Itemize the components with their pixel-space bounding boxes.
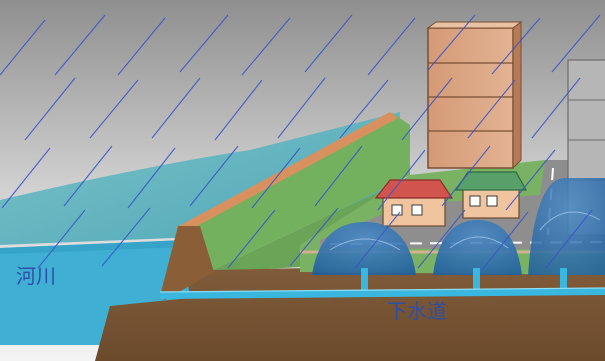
sewer-label: 下水道 (387, 299, 447, 323)
house-green-roof (456, 172, 526, 218)
river-label: 河川 (16, 264, 56, 288)
house-red-roof (376, 180, 452, 226)
tall-building (428, 22, 521, 168)
